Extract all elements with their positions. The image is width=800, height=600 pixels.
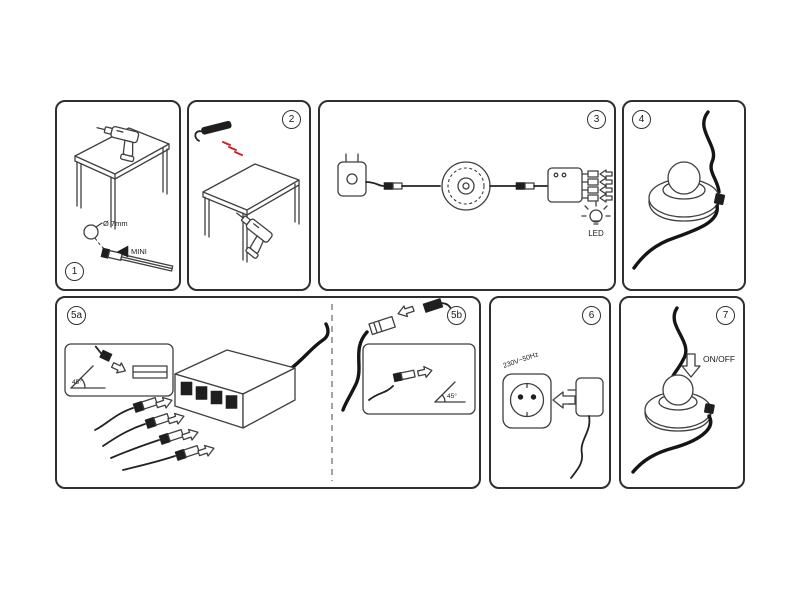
connector-icon xyxy=(132,397,159,413)
power-cable xyxy=(671,306,688,378)
inline-connector-icon xyxy=(515,182,549,190)
insertion-arrow-icon xyxy=(181,428,199,441)
connector-group xyxy=(94,396,215,471)
connector-icon xyxy=(174,445,201,461)
cable-grommet xyxy=(704,403,715,414)
step-panel-3: LED 3 xyxy=(318,100,616,291)
connector-icon xyxy=(94,345,113,362)
socket-voltage-label: 230V~50Hz xyxy=(502,351,540,370)
power-adapter-icon xyxy=(337,153,385,197)
distributor-output-plugs xyxy=(581,169,613,203)
plug-adapter-icon xyxy=(567,377,604,479)
on-off-label: ON/OFF xyxy=(703,354,735,364)
mini-arrow-icon xyxy=(116,245,129,258)
step3-illustration: LED xyxy=(337,153,613,238)
cable-grommet xyxy=(713,193,726,206)
connector-icon xyxy=(158,429,185,445)
power-cable xyxy=(341,330,369,412)
insertion-arrow-icon xyxy=(155,396,173,409)
step-badge-5b: 5b xyxy=(447,306,466,325)
connector-join-group xyxy=(341,298,454,412)
step-panel-5: 45° xyxy=(55,296,481,489)
insertion-arrow-icon xyxy=(110,362,127,374)
distributor-box-icon xyxy=(174,322,330,429)
step-badge-3: 3 xyxy=(587,110,606,129)
step-panel-7: ON/OFF 7 xyxy=(619,296,745,489)
table-icon xyxy=(202,163,300,263)
angle-detail-inset: 45° xyxy=(362,343,476,415)
drill-icon xyxy=(96,125,140,163)
power-cable xyxy=(287,322,330,372)
press-arrow-icon xyxy=(681,353,701,378)
step-panel-6: 230V~50Hz 6 xyxy=(489,296,611,489)
socket xyxy=(195,386,208,400)
socket xyxy=(210,390,223,405)
angle-detail-inset: 45° xyxy=(64,343,174,397)
inline-connector-icon xyxy=(383,182,441,190)
led-strip-icon xyxy=(194,120,232,142)
step-badge-5a: 5a xyxy=(67,306,86,325)
plug-in-arrow-icon xyxy=(552,391,576,409)
mounting-marks xyxy=(222,141,243,156)
socket xyxy=(225,395,238,409)
connector-icon xyxy=(368,315,396,336)
mini-connector-icon: MINI xyxy=(100,245,174,272)
step7-illustration: ON/OFF xyxy=(631,306,735,474)
foot-switch-icon xyxy=(644,374,715,432)
insertion-arrow-icon xyxy=(397,305,415,318)
table-icon xyxy=(74,127,170,230)
angle-label: 45° xyxy=(72,378,82,386)
drill-hole-diameter: Ø 7mm xyxy=(83,219,128,252)
step-badge-4: 4 xyxy=(632,110,651,129)
drill-icon xyxy=(236,212,273,259)
step4-illustration xyxy=(632,110,726,270)
step6-illustration: 230V~50Hz xyxy=(502,351,604,479)
step-panel-2: 2 xyxy=(187,100,311,291)
insertion-arrow-icon xyxy=(167,412,185,425)
insertion-arrow-icon xyxy=(416,365,433,378)
power-cable xyxy=(632,204,719,270)
connector-icon xyxy=(144,413,171,429)
step1-illustration: Ø 7mm MINI xyxy=(74,125,174,272)
power-cable xyxy=(702,110,721,194)
insertion-arrow-icon xyxy=(197,444,215,457)
angle-label: 45° xyxy=(447,392,457,400)
mini-label: MINI xyxy=(131,247,147,256)
step-badge-2: 2 xyxy=(282,110,301,129)
step-panel-4: 4 xyxy=(622,100,746,291)
step-badge-7: 7 xyxy=(716,306,735,325)
connector-icon xyxy=(392,369,416,383)
power-cable xyxy=(631,414,713,474)
led-label: LED xyxy=(588,229,604,238)
led-reel-icon xyxy=(441,161,517,211)
step-badge-6: 6 xyxy=(582,306,601,325)
step-panel-1: Ø 7mm MINI 1 xyxy=(55,100,181,291)
step-badge-1: 1 xyxy=(65,262,84,281)
step2-illustration xyxy=(194,120,300,263)
led-bulb-icon: LED xyxy=(581,201,611,238)
step5-illustration: 45° xyxy=(64,298,476,481)
wall-socket-icon xyxy=(502,373,552,429)
hole-diameter-label: Ø 7mm xyxy=(103,219,128,228)
foot-switch-icon xyxy=(648,161,726,222)
socket xyxy=(180,381,193,396)
distributor-icon xyxy=(547,167,613,203)
